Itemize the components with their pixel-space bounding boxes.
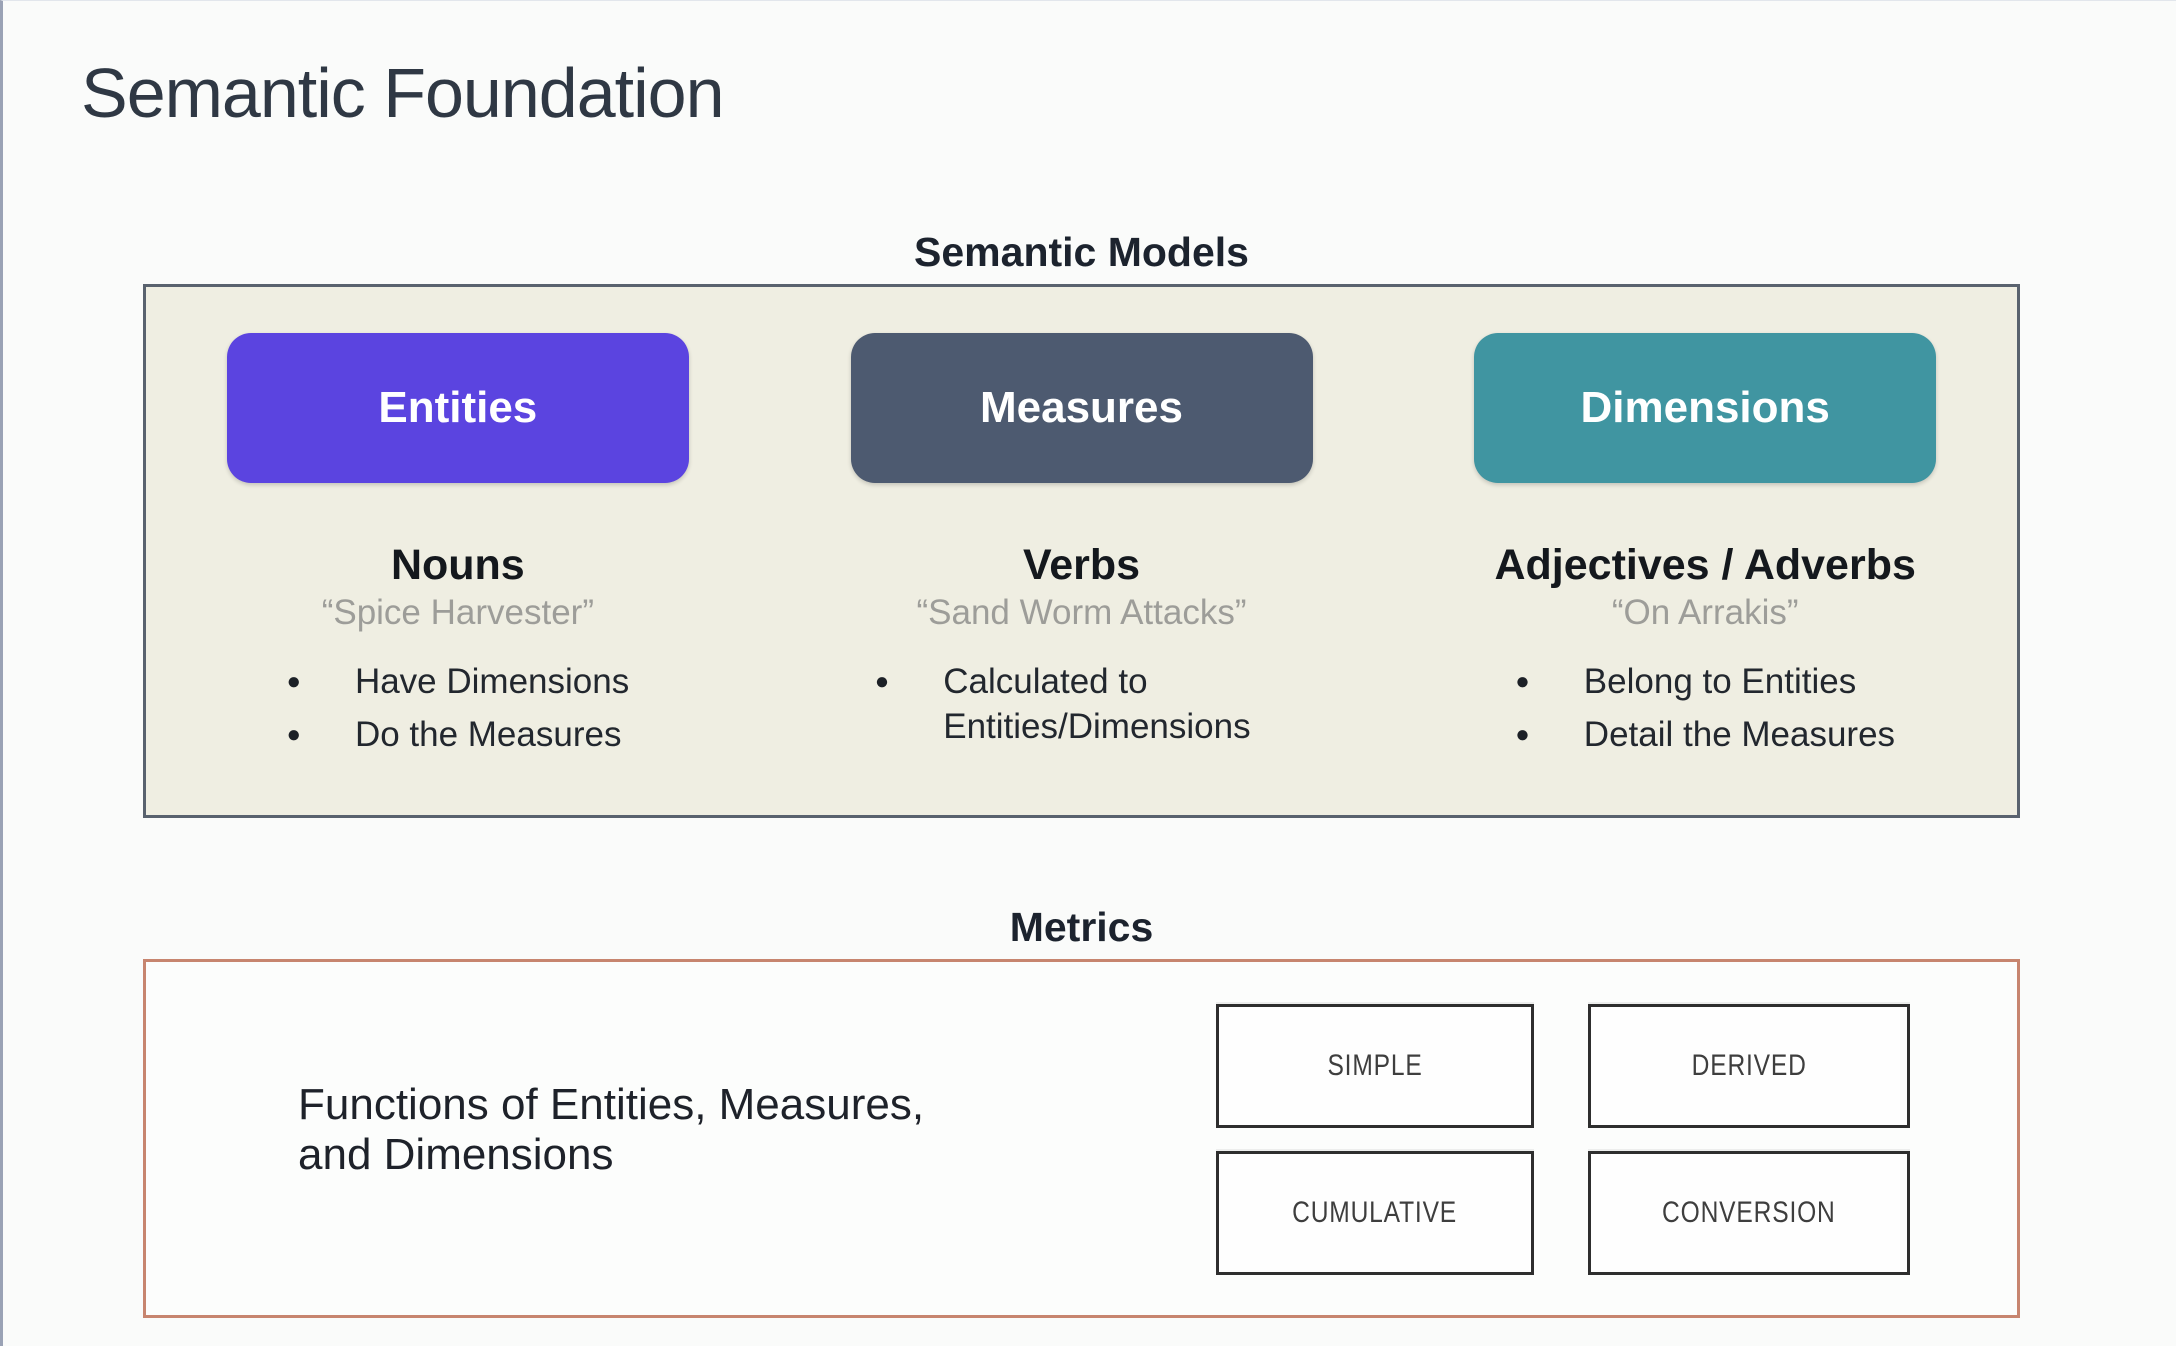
metric-card-cumulative: CUMULATIVE bbox=[1216, 1151, 1534, 1275]
bullet-icon: ● bbox=[1515, 721, 1530, 749]
bullet-icon: ● bbox=[874, 667, 890, 695]
metric-card-label: DERIVED bbox=[1691, 1049, 1807, 1082]
dimensions-example-label: “On Arrakis” bbox=[1611, 593, 1799, 633]
bullet-text: Have Dimensions bbox=[354, 661, 630, 701]
dimensions-role-label: Adjectives / Adverbs bbox=[1494, 541, 1916, 589]
bullet-icon: ● bbox=[286, 721, 301, 749]
metrics-description-line: and Dimensions bbox=[298, 1130, 614, 1179]
semantic-models-panel: Entities Nouns “Spice Harvester” ● Have … bbox=[143, 284, 2020, 818]
metrics-description: Functions of Entities, Measures, and Dim… bbox=[298, 1080, 924, 1180]
semantic-models-heading: Semantic Models bbox=[914, 229, 1249, 275]
bullet-icon: ● bbox=[1515, 667, 1530, 695]
bullet-icon: ● bbox=[286, 667, 301, 695]
list-item: ● Belong to Entities bbox=[1515, 659, 1895, 705]
metric-card-label: SIMPLE bbox=[1327, 1049, 1423, 1082]
metric-type-grid: SIMPLE DERIVED CUMULATIVE CONVERSION bbox=[1216, 1004, 1910, 1275]
column-entities: Entities Nouns “Spice Harvester” ● Have … bbox=[146, 287, 770, 815]
bullet-text: Calculated to Entities/Dimensions bbox=[943, 661, 1251, 747]
entities-role-label: Nouns bbox=[390, 541, 525, 589]
metrics-description-line: Functions of Entities, Measures, bbox=[298, 1080, 925, 1129]
metrics-heading: Metrics bbox=[1009, 904, 1154, 950]
measures-role-label: Verbs bbox=[1022, 541, 1141, 589]
bullet-text: Belong to Entities bbox=[1583, 661, 1857, 701]
entities-bullet-list: ● Have Dimensions ● Do the Measures bbox=[286, 659, 629, 758]
dimensions-pill: Dimensions bbox=[1474, 333, 1937, 483]
column-dimensions: Dimensions Adjectives / Adverbs “On Arra… bbox=[1393, 287, 2017, 815]
measures-pill: Measures bbox=[850, 333, 1313, 483]
column-measures: Measures Verbs “Sand Worm Attacks” ● Cal… bbox=[770, 287, 1394, 815]
list-item: ● Have Dimensions bbox=[286, 659, 629, 705]
list-item: ● Detail the Measures bbox=[1515, 712, 1895, 758]
metric-card-label: CUMULATIVE bbox=[1292, 1196, 1458, 1229]
list-item: ● Do the Measures bbox=[286, 712, 629, 758]
metric-card-conversion: CONVERSION bbox=[1588, 1151, 1910, 1275]
entities-pill: Entities bbox=[226, 333, 689, 483]
bullet-text: Detail the Measures bbox=[1583, 715, 1896, 755]
entities-example-label: “Spice Harvester” bbox=[321, 593, 594, 633]
metric-card-simple: SIMPLE bbox=[1216, 1004, 1534, 1128]
bullet-text: Do the Measures bbox=[354, 715, 622, 755]
list-item: ● Calculated to Entities/Dimensions bbox=[875, 659, 1289, 750]
metrics-panel: Functions of Entities, Measures, and Dim… bbox=[143, 959, 2020, 1318]
measures-example-label: “Sand Worm Attacks” bbox=[916, 593, 1247, 633]
dimensions-bullet-list: ● Belong to Entities ● Detail the Measur… bbox=[1515, 659, 1895, 758]
metric-card-label: CONVERSION bbox=[1662, 1196, 1836, 1229]
page-title: Semantic Foundation bbox=[81, 54, 725, 132]
measures-bullet-list: ● Calculated to Entities/Dimensions bbox=[875, 659, 1289, 750]
metric-card-derived: DERIVED bbox=[1588, 1004, 1910, 1128]
